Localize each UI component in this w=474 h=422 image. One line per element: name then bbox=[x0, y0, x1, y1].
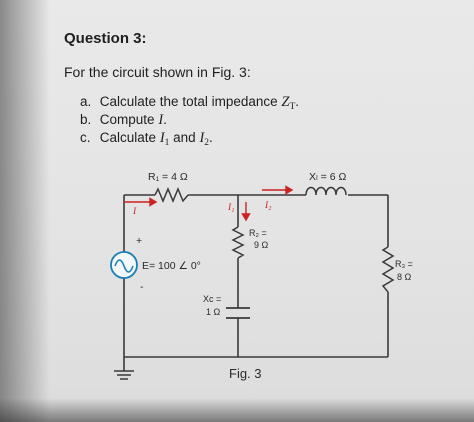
xc-label-value: 1 Ω bbox=[206, 307, 221, 317]
r3-label-value: 8 Ω bbox=[397, 272, 412, 282]
math-symbol: I2 bbox=[199, 130, 210, 148]
current-arrow-i2-icon bbox=[262, 185, 294, 195]
current-i1-label: I₁ bbox=[227, 203, 234, 213]
resistor-r1-icon bbox=[154, 187, 189, 203]
ac-source-icon bbox=[110, 251, 138, 279]
r2-label-value: 9 Ω bbox=[254, 240, 269, 250]
ground-icon bbox=[114, 370, 134, 380]
task-list: a. Calculate the total impedance ZT. b. … bbox=[80, 93, 300, 148]
current-arrow-i-icon bbox=[124, 197, 158, 207]
task-marker: a. bbox=[80, 94, 92, 109]
resistor-r3-icon bbox=[381, 246, 395, 293]
figure-caption: Fig. 3 bbox=[229, 366, 262, 381]
current-i-label: I bbox=[132, 207, 137, 217]
r1-label: R₁ = 4 Ω bbox=[148, 171, 188, 183]
math-symbol: ZT bbox=[281, 94, 296, 112]
task-marker: b. bbox=[80, 112, 92, 127]
photo-shadow-bottom bbox=[0, 398, 474, 422]
math-symbol: I bbox=[158, 112, 164, 128]
inductor-xl-icon bbox=[305, 186, 347, 196]
task-text: Calculate the total impedance bbox=[99, 94, 278, 109]
task-marker: c. bbox=[80, 130, 91, 145]
source-label: E= 100 ∠ 0° bbox=[142, 260, 201, 272]
question-title: Question 3: bbox=[64, 30, 147, 47]
r3-label-name: R₃ = bbox=[395, 259, 413, 269]
r2-label-name: R₂ = bbox=[249, 228, 267, 238]
task-text: Calculate bbox=[99, 130, 157, 145]
xl-label: Xₗ = 6 Ω bbox=[309, 171, 346, 183]
minus-sign: - bbox=[140, 281, 144, 293]
current-i2-label: I₂ bbox=[264, 201, 272, 211]
photo-shadow-left bbox=[0, 0, 50, 422]
task-b: b. Compute I. bbox=[80, 112, 167, 128]
capacitor-xc-icon bbox=[226, 307, 250, 319]
circuit-wires bbox=[123, 194, 389, 371]
resistor-r2-icon bbox=[231, 226, 245, 259]
xc-label-name: Xᴄ = bbox=[203, 294, 221, 304]
plus-sign: + bbox=[136, 235, 142, 247]
current-arrow-i1-icon bbox=[241, 202, 251, 222]
math-symbol: I1 bbox=[159, 130, 170, 148]
task-a: a. Calculate the total impedance ZT. bbox=[80, 94, 300, 112]
question-intro: For the circuit shown in Fig. 3: bbox=[64, 64, 251, 80]
task-text: Compute bbox=[99, 112, 155, 127]
task-c: c. Calculate I1 and I2. bbox=[80, 130, 213, 148]
